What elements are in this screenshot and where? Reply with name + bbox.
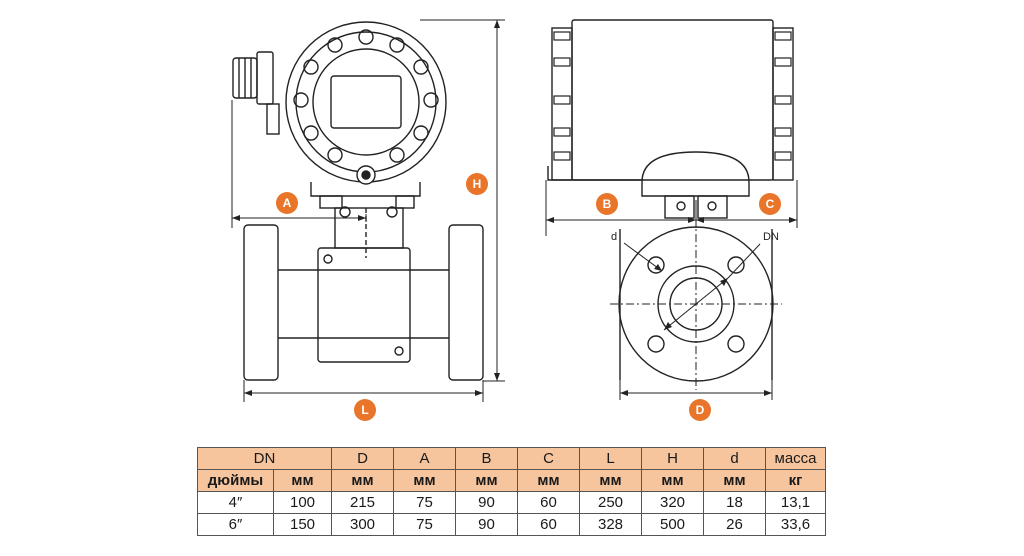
dimensions-table: DN D A B C L H d масса дюймы мм мм мм мм… (197, 447, 826, 536)
svg-text:D: D (696, 403, 705, 417)
flowmeter-dimension-drawing: A H L B C D d DN (231, 19, 798, 421)
badge-C: C (759, 193, 781, 215)
dimension-badges: A H L B C D (276, 173, 781, 421)
table-cell: 33,6 (765, 513, 826, 536)
side-view (547, 19, 794, 390)
unit-cell: мм (393, 469, 456, 492)
header-cell: C (517, 447, 580, 470)
table-cell: 18 (703, 491, 766, 514)
table-cell: 60 (517, 513, 580, 536)
dimension-lines (231, 19, 798, 402)
table-header-row: DN D A B C L H d масса (197, 447, 826, 470)
table-cell: 215 (331, 491, 394, 514)
table-cell: 150 (273, 513, 332, 536)
table-cell: 250 (579, 491, 642, 514)
table-cell: 75 (393, 513, 456, 536)
label-DN: DN (763, 231, 779, 243)
table-cell: 90 (455, 513, 518, 536)
table-cell: 4″ (197, 491, 274, 514)
header-cell: B (455, 447, 518, 470)
table-cell: 100 (273, 491, 332, 514)
badge-H: H (466, 173, 488, 195)
table-row: 6″ 150 300 75 90 60 328 500 26 33,6 (197, 513, 826, 536)
svg-text:L: L (361, 403, 368, 417)
label-d: d (611, 231, 617, 243)
table-cell: 90 (455, 491, 518, 514)
unit-cell: кг (765, 469, 826, 492)
header-cell: H (641, 447, 704, 470)
header-cell: DN (197, 447, 332, 470)
unit-cell: мм (273, 469, 332, 492)
unit-cell: мм (455, 469, 518, 492)
header-cell: A (393, 447, 456, 470)
table-cell: 60 (517, 491, 580, 514)
header-cell: D (331, 447, 394, 470)
unit-cell: мм (579, 469, 642, 492)
table-cell: 26 (703, 513, 766, 536)
front-view (232, 21, 484, 381)
table-cell: 328 (579, 513, 642, 536)
svg-text:H: H (473, 177, 482, 191)
badge-D: D (689, 399, 711, 421)
unit-cell: мм (641, 469, 704, 492)
svg-text:C: C (766, 197, 775, 211)
header-cell: масса (765, 447, 826, 470)
table-cell: 13,1 (765, 491, 826, 514)
svg-text:B: B (603, 197, 612, 211)
table-cell: 75 (393, 491, 456, 514)
display-window (330, 75, 402, 129)
badge-A: A (276, 192, 298, 214)
unit-cell: мм (703, 469, 766, 492)
badge-L: L (354, 399, 376, 421)
unit-cell: мм (517, 469, 580, 492)
table-cell: 300 (331, 513, 394, 536)
table-cell: 500 (641, 513, 704, 536)
housing-outline (285, 21, 447, 183)
table-units-row: дюймы мм мм мм мм мм мм мм мм кг (197, 469, 826, 492)
cover-bolts (293, 29, 439, 163)
table-row: 4″ 100 215 75 90 60 250 320 18 13,1 (197, 491, 826, 514)
unit-cell: дюймы (197, 469, 274, 492)
badge-B: B (596, 193, 618, 215)
unit-cell: мм (331, 469, 394, 492)
table-cell: 320 (641, 491, 704, 514)
header-cell: L (579, 447, 642, 470)
header-cell: d (703, 447, 766, 470)
svg-text:A: A (283, 196, 292, 210)
table-cell: 6″ (197, 513, 274, 536)
